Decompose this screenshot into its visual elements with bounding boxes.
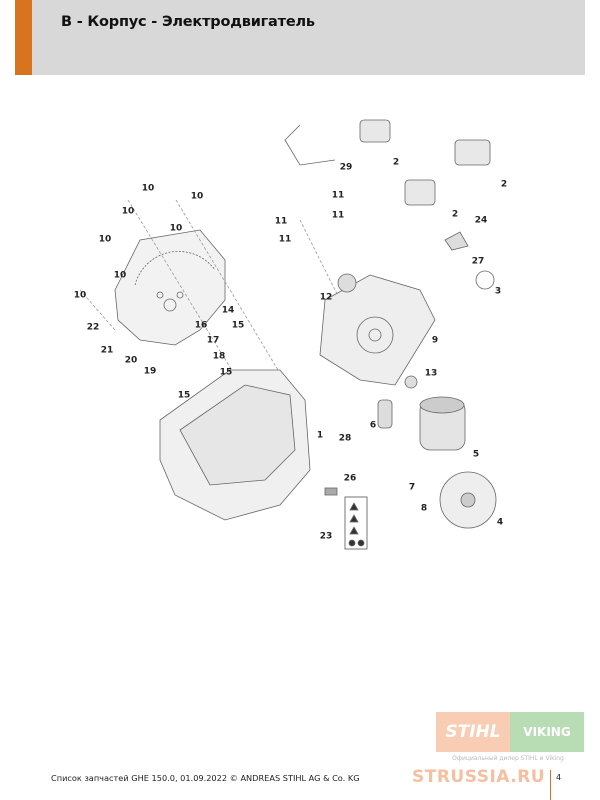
callout-26: 26	[343, 473, 357, 484]
callout-15: 15	[177, 390, 191, 401]
callout-2: 2	[451, 209, 459, 220]
motor-plate-part	[319, 274, 436, 386]
callout-10: 10	[141, 183, 155, 194]
callout-7: 7	[408, 482, 416, 493]
callout-15: 15	[219, 367, 233, 378]
ring-part	[337, 273, 357, 293]
callout-28: 28	[338, 433, 352, 444]
dealer-site: STRUSSIA.RU	[412, 767, 546, 787]
callout-6: 6	[369, 420, 377, 431]
callout-24: 24	[474, 215, 488, 226]
callout-22: 22	[86, 322, 100, 333]
page-header: B - Корпус - Электродвигатель	[15, 0, 585, 75]
page-title: B - Корпус - Электродвигатель	[61, 14, 315, 30]
callout-20: 20	[124, 355, 138, 366]
callout-10: 10	[73, 290, 87, 301]
callout-13: 13	[424, 368, 438, 379]
callout-11: 11	[331, 190, 345, 201]
callout-21: 21	[100, 345, 114, 356]
callout-23: 23	[319, 531, 333, 542]
clip-part	[444, 231, 469, 251]
callout-15: 15	[231, 320, 245, 331]
callout-27: 27	[471, 256, 485, 267]
page-divider	[550, 770, 551, 800]
callout-18: 18	[212, 351, 226, 362]
callout-17: 17	[206, 335, 220, 346]
callout-10: 10	[113, 270, 127, 281]
motor-part	[419, 396, 466, 451]
gear-housing-part	[114, 229, 226, 346]
callout-16: 16	[194, 320, 208, 331]
viking-logo: VIKING	[510, 712, 584, 752]
dealer-logo: STIHL VIKING	[436, 712, 584, 752]
callout-3: 3	[494, 286, 502, 297]
circlip-part	[475, 270, 495, 290]
dealer-caption: Официальный дилер STIHL и Viking	[452, 755, 564, 762]
fan-part	[439, 471, 497, 529]
callout-10: 10	[98, 234, 112, 245]
plug-part	[324, 487, 338, 496]
callout-8: 8	[420, 503, 428, 514]
warning-label-part	[344, 496, 368, 550]
callout-2: 2	[500, 179, 508, 190]
footer-text: Список запчастей GHE 150.0, 01.09.2022 ©…	[51, 773, 360, 783]
leader-lines	[79, 199, 341, 401]
bushing-part	[404, 375, 418, 389]
callout-12: 12	[319, 292, 333, 303]
callout-19: 19	[143, 366, 157, 377]
accent-bar	[15, 0, 32, 75]
callout-2: 2	[392, 157, 400, 168]
callout-1: 1	[316, 430, 324, 441]
housing-part	[159, 369, 311, 521]
callout-10: 10	[121, 206, 135, 217]
callout-5: 5	[472, 449, 480, 460]
page-number: 4	[556, 773, 562, 782]
callout-11: 11	[331, 210, 345, 221]
callout-10: 10	[190, 191, 204, 202]
cable-parts	[284, 119, 491, 206]
stihl-logo: STIHL	[436, 712, 510, 752]
callout-11: 11	[274, 216, 288, 227]
capacitor-part	[377, 399, 393, 429]
callout-11: 11	[278, 234, 292, 245]
callout-14: 14	[221, 305, 235, 316]
callout-9: 9	[431, 335, 439, 346]
callout-29: 29	[339, 162, 353, 173]
callout-4: 4	[496, 517, 504, 528]
callout-10: 10	[169, 223, 183, 234]
